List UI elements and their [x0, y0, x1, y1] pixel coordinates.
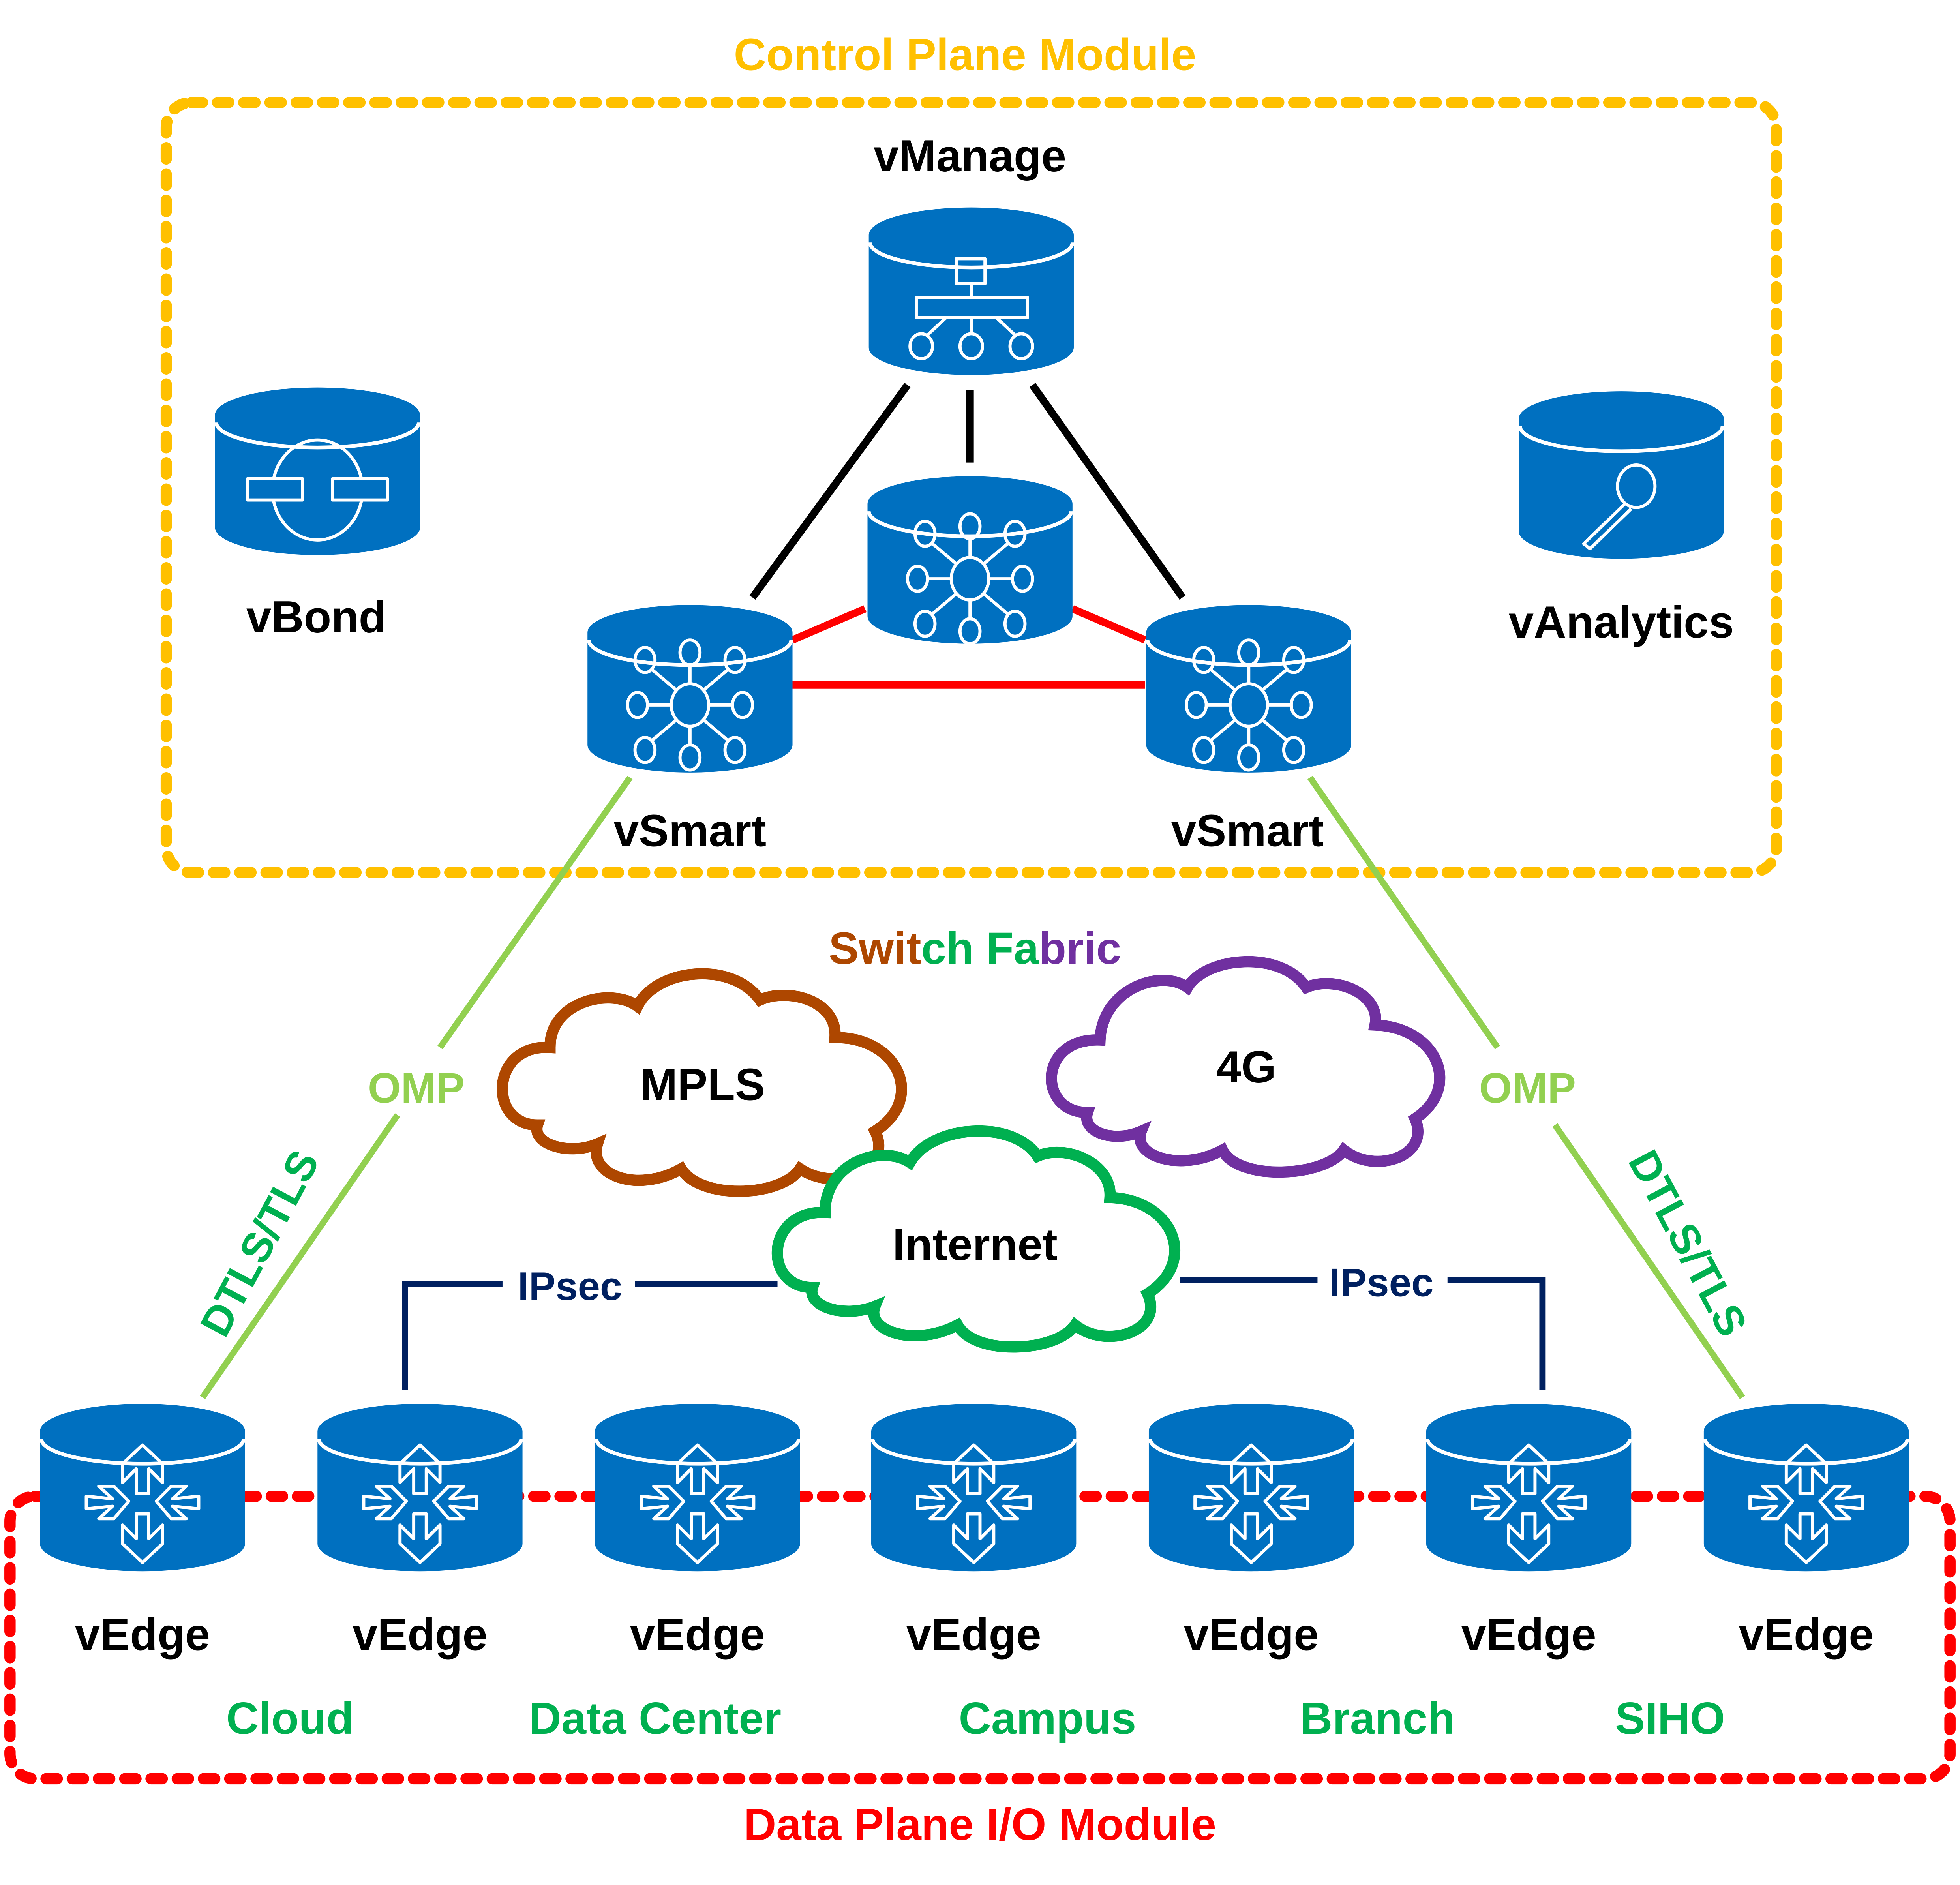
internet-label: Internet: [893, 1220, 1058, 1270]
site-label-siho: SIHO: [1615, 1694, 1725, 1744]
omp-label-left: OMP: [368, 1064, 465, 1112]
ipsec-label-left: IPsec: [518, 1264, 623, 1309]
site-label-cloud: Cloud: [226, 1694, 354, 1744]
vedge-label-7: vEdge: [1739, 1610, 1874, 1660]
switch-fabric-part-1: Swit: [829, 923, 921, 973]
vedge-node-3[interactable]: [595, 1404, 800, 1571]
vsmart-left-node[interactable]: [587, 605, 792, 773]
vedge-node-2[interactable]: [317, 1404, 522, 1571]
switch-fabric-part-2: ch Fa: [921, 923, 1039, 973]
omp-link-right-lower: [1552, 1123, 1745, 1399]
data-plane-module-title: Data Plane I/O Module: [744, 1800, 1216, 1850]
mpls-cloud[interactable]: MPLS: [497, 968, 907, 1197]
omp-link-left-upper: [437, 775, 633, 1050]
vedge-label-2: vEdge: [353, 1610, 488, 1660]
vedge-node-4[interactable]: [871, 1404, 1076, 1571]
vmanage-label: vManage: [874, 131, 1066, 181]
vanalytics-label: vAnalytics: [1509, 597, 1734, 647]
control-plane-module-boundary: [160, 97, 1782, 878]
link-vsmart-right-center: [1071, 605, 1147, 643]
omp-label-right: OMP: [1479, 1064, 1576, 1112]
omp-link-right-upper: [1307, 776, 1500, 1049]
switch-fabric-part-3: bric: [1039, 923, 1121, 973]
vedge-node-6[interactable]: [1426, 1404, 1631, 1571]
vedge-label-6: vEdge: [1461, 1610, 1596, 1660]
hierarchy-icon: [908, 257, 1034, 360]
mpls-label: MPLS: [640, 1060, 765, 1110]
vmanage-node[interactable]: [869, 208, 1074, 375]
vsmart-right-label: vSmart: [1171, 806, 1324, 856]
site-label-data-center: Data Center: [529, 1694, 781, 1744]
control-plane-module-title: Control Plane Module: [734, 30, 1197, 80]
ipsec-link-right: [1447, 1277, 1546, 1390]
vedge-node-5[interactable]: [1149, 1404, 1354, 1571]
internet-cloud[interactable]: Internet: [771, 1125, 1181, 1353]
vedge-node-1[interactable]: [40, 1404, 245, 1571]
vedge-label-3: vEdge: [630, 1610, 765, 1660]
site-label-branch: Branch: [1300, 1694, 1455, 1744]
lte-label: 4G: [1216, 1042, 1276, 1092]
ipsec-label-right: IPsec: [1329, 1260, 1434, 1305]
vanalytics-node[interactable]: [1519, 391, 1724, 559]
vsmart-left-label: vSmart: [614, 806, 766, 856]
link-vmanage-vsmart-right: [1029, 383, 1186, 600]
ipsec-link-left: [402, 1281, 503, 1390]
switch-fabric-title: Switch Fabric: [829, 923, 1121, 973]
orchestrator-icon: [246, 438, 389, 542]
vedge-node-7[interactable]: [1704, 1404, 1909, 1571]
vsmart-center-node[interactable]: [868, 476, 1073, 643]
link-vsmart-left-center: [791, 605, 867, 643]
magnifier-icon: [1582, 463, 1657, 551]
vedge-label-1: vEdge: [75, 1610, 210, 1660]
vedge-row: [40, 1404, 1909, 1571]
vsmart-right-node[interactable]: [1146, 605, 1351, 773]
vbond-label: vBond: [246, 592, 386, 642]
link-vmanage-vsmart-left: [749, 383, 911, 600]
lte-cloud[interactable]: 4G: [1046, 956, 1446, 1178]
site-label-campus: Campus: [959, 1694, 1137, 1744]
vedge-label-4: vEdge: [906, 1610, 1041, 1660]
omp-link-left-lower: [200, 1113, 400, 1399]
vbond-node[interactable]: [215, 388, 420, 555]
vedge-label-5: vEdge: [1184, 1610, 1319, 1660]
